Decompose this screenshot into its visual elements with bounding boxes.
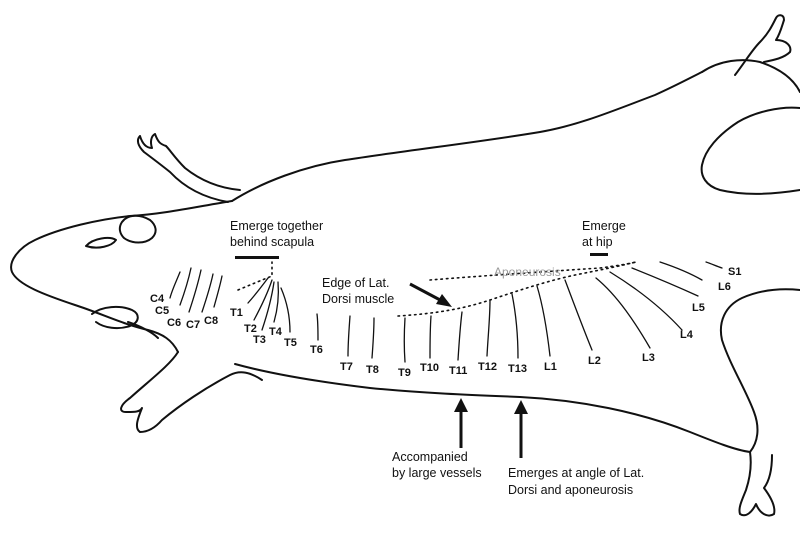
nerve-l5 <box>631 267 699 297</box>
label-t7: T7 <box>340 361 353 373</box>
label-c4: C4 <box>150 293 165 305</box>
label-l4: L4 <box>680 329 694 341</box>
nerve-c8 <box>213 275 223 308</box>
hip-lower-outline <box>720 288 800 453</box>
label-l5: L5 <box>692 302 705 314</box>
nerve-t7 <box>347 315 351 357</box>
scapula-marker-bar <box>235 256 279 259</box>
nerve-l3 <box>595 277 651 349</box>
upper-hindfoot <box>734 14 792 76</box>
nerve-t8 <box>371 317 375 359</box>
vessels-arrow <box>454 398 468 448</box>
angle-note-line1: Emerges at angle of Lat. <box>508 466 644 480</box>
hip-note-line2: at hip <box>582 235 613 249</box>
scapula-note-line1: Emerge together <box>230 219 323 233</box>
scapula-dotted-line <box>237 261 273 291</box>
label-l1: L1 <box>544 361 557 373</box>
hip-marker-bar <box>590 253 608 256</box>
label-t6: T6 <box>310 344 323 356</box>
label-s1: S1 <box>728 266 741 278</box>
scapula-note-line2: behind scapula <box>230 235 314 249</box>
jaw-outline <box>91 305 139 330</box>
nerve-c7 <box>201 273 214 313</box>
eye-outline <box>85 237 117 249</box>
aponeurosis-label: Aponeurosis <box>494 265 561 279</box>
latdorsi-note-line2: Dorsi muscle <box>322 292 394 306</box>
nerve-l1 <box>536 285 551 357</box>
cheek-outline <box>127 321 159 339</box>
nerve-t13 <box>511 293 519 359</box>
upper-forelimb <box>136 133 241 203</box>
nerve-t12 <box>486 299 491 357</box>
nerve-t11 <box>457 311 463 361</box>
nerve-t5 <box>280 287 291 333</box>
label-t1: T1 <box>230 307 243 319</box>
label-c6: C6 <box>167 317 181 329</box>
label-t13: T13 <box>508 363 527 375</box>
label-t3: T3 <box>253 334 266 346</box>
label-l6: L6 <box>718 281 731 293</box>
label-t5: T5 <box>284 337 297 349</box>
angle-note-line2: Dorsi and aponeurosis <box>508 483 633 497</box>
label-t12: T12 <box>478 361 497 373</box>
nerve-s1 <box>705 261 723 269</box>
nerve-t10 <box>429 315 432 359</box>
label-t2: T2 <box>244 323 257 335</box>
vessels-note-line2: by large vessels <box>392 466 482 480</box>
label-c8: C8 <box>204 315 218 327</box>
upper-thigh-outline <box>701 59 800 93</box>
nerve-t9 <box>403 317 406 363</box>
nerve-t3 <box>261 281 275 331</box>
ear-outline <box>118 214 157 244</box>
label-c5: C5 <box>155 305 169 317</box>
thigh-fold-upper <box>700 106 800 195</box>
nerve-t2 <box>253 279 273 321</box>
label-t10: T10 <box>420 362 439 374</box>
vessels-note-line1: Accompanied <box>392 450 468 464</box>
lower-hindfoot <box>738 451 776 517</box>
belly-outline <box>234 363 751 453</box>
nerve-l2 <box>564 279 593 351</box>
label-t9: T9 <box>398 367 411 379</box>
nerve-c5 <box>179 267 192 306</box>
nerve-t1 <box>247 277 269 304</box>
hip-note-line1: Emerge <box>582 219 626 233</box>
label-t8: T8 <box>366 364 379 376</box>
angle-arrow <box>514 400 528 458</box>
label-l3: L3 <box>642 352 655 364</box>
lat-dorsi-edge-line <box>397 261 637 317</box>
label-t4: T4 <box>269 326 283 338</box>
nerve-l6 <box>659 261 703 281</box>
upper-back-outline <box>231 71 703 202</box>
label-c7: C7 <box>186 319 200 331</box>
label-l2: L2 <box>588 355 601 367</box>
nerve-c6 <box>188 269 202 313</box>
label-t11: T11 <box>449 365 467 377</box>
nerve-t6 <box>316 313 319 341</box>
nerve-t4 <box>273 281 280 323</box>
lat-dorsi-arrow <box>409 282 452 307</box>
latdorsi-note-line1: Edge of Lat. <box>322 276 389 290</box>
nerve-l4 <box>609 271 683 331</box>
nerve-c4 <box>169 271 181 299</box>
lower-forelimb <box>120 351 263 433</box>
